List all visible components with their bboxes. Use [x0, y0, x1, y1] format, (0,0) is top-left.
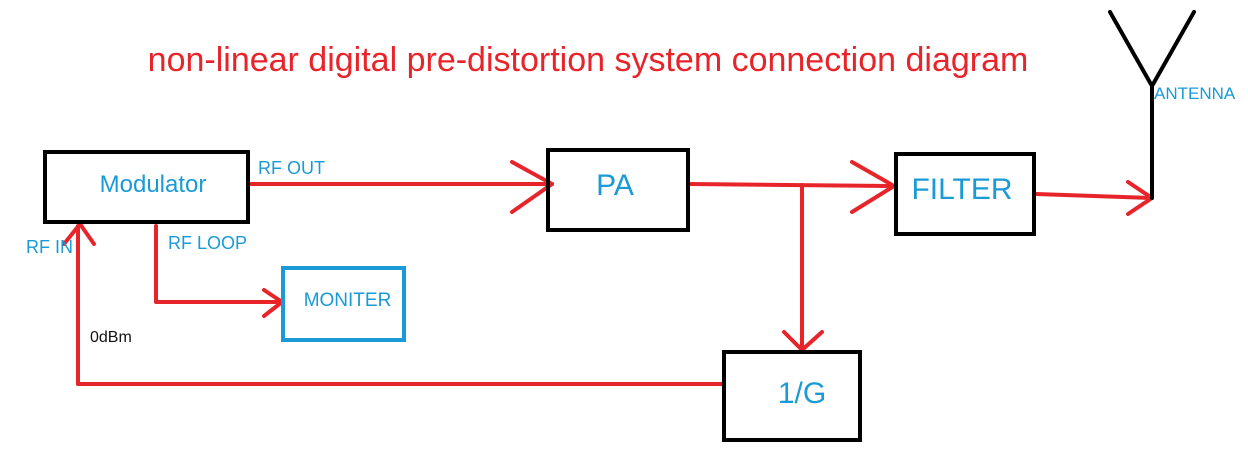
diagram-title: non-linear digital pre-distortion system… [147, 41, 1029, 79]
power-level-label: 0dBm [90, 329, 132, 346]
wire-loop-to-moniter [154, 224, 284, 304]
modulator-label: Modulator [99, 171, 207, 198]
rf-out-label: RF OUT [258, 158, 325, 178]
rf-in-label: RF IN [26, 237, 73, 257]
pa-label: PA [596, 169, 634, 202]
antenna-label: ANTENNA [1154, 84, 1236, 103]
rf-loop-label: RF LOOP [168, 233, 248, 253]
wire-pa-to-filter [688, 182, 896, 188]
gain-inverse-block [722, 350, 862, 442]
antenna-icon [1108, 10, 1196, 200]
modulator-block [43, 150, 250, 224]
moniter-block [281, 266, 406, 342]
pa-block [546, 148, 690, 232]
arrowhead-to-pa [510, 160, 554, 214]
filter-label: FILTER [911, 173, 1013, 206]
filter-block [894, 152, 1036, 236]
wire-filter-to-antenna [1034, 192, 1154, 200]
moniter-label: MONITER [303, 290, 392, 311]
wire-feedback-to-rf-in [76, 224, 726, 386]
gain-inverse-label: 1/G [777, 377, 827, 410]
